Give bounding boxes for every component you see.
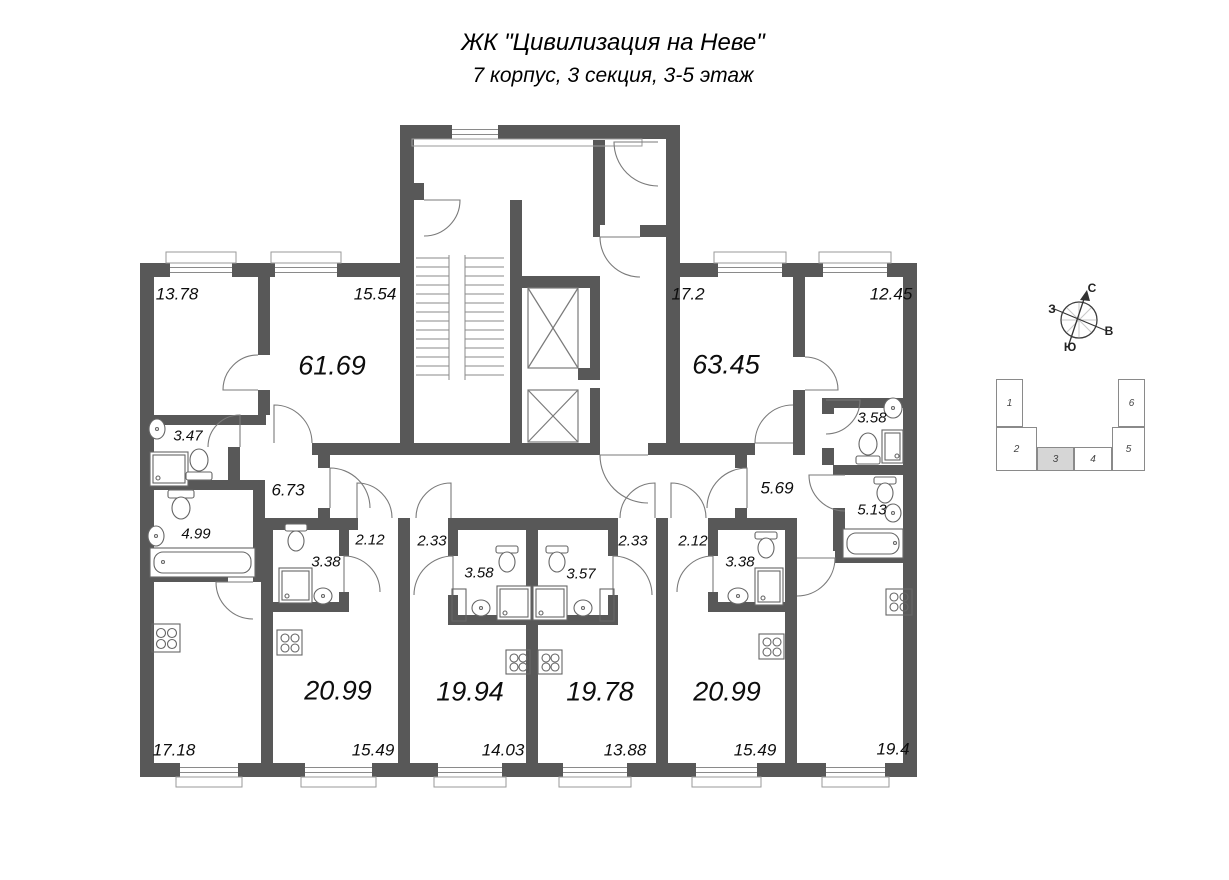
area-label-apt-left-total: 61.69 [298,350,366,381]
shower-icon [532,585,568,621]
area-label-studio4-living: 15.49 [733,740,777,760]
shower-icon [496,585,532,621]
toilet-icon [185,448,213,481]
area-label-studio1-bath: 3.38 [311,553,341,571]
toilet-icon [855,432,881,465]
compass-west-label: З [1048,302,1056,316]
stove-icon [537,649,563,675]
area-label-apt-right-total: 63.45 [692,349,760,380]
section-key-box-5: 5 [1112,427,1145,471]
area-label-apt-right-hall: 5.69 [760,478,794,498]
section-key-box-6: 6 [1118,379,1145,427]
area-label-studio1-hall: 2.12 [355,531,385,549]
stove-icon [276,629,303,656]
area-label-apt-left-room2: 15.54 [353,284,397,304]
compass-east-label: В [1104,324,1114,338]
stove-icon [505,649,531,675]
bathtub-icon [149,547,256,578]
plan-title: ЖК "Цивилизация на Неве" [461,29,765,56]
sink-icon [884,503,902,523]
area-label-apt-right-kitchen: 19.4 [876,739,910,759]
area-label-studio1-living: 15.49 [351,740,395,760]
area-label-apt-left-bath1: 3.47 [173,427,203,445]
elevator-shaft-1 [527,287,579,369]
area-label-studio4-total: 20.99 [693,676,761,707]
area-label-apt-right-room1: 17.2 [671,284,705,304]
area-label-studio1-total: 20.99 [304,675,372,706]
area-label-studio2-total: 19.94 [436,676,504,707]
walls [140,125,917,777]
area-label-apt-right-room2: 12.45 [869,284,913,304]
section-key-box-1: 1 [996,379,1023,427]
shower-icon [278,567,313,604]
area-label-studio4-hall: 2.12 [678,532,708,550]
compass-south-label: Ю [1063,340,1077,354]
sink-icon [727,587,749,605]
area-label-studio3-living: 13.88 [603,740,647,760]
toilet-icon [873,476,897,504]
washer-slot-icon [451,588,467,622]
area-label-apt-left-kitchen: 17.18 [152,740,196,760]
washer-slot-icon [599,588,615,622]
sink-icon [471,599,491,617]
area-label-apt-right-bath2: 5.13 [857,501,887,519]
area-label-apt-left-bath2: 4.99 [181,525,211,543]
area-label-studio3-hall: 2.33 [618,532,648,550]
stove-icon [758,633,785,660]
door-arcs [207,141,861,620]
area-label-studio2-living: 14.03 [481,740,525,760]
toilet-icon [495,545,519,573]
stove-icon [151,623,181,653]
sink-icon [883,397,903,419]
section-key-box-2: 2 [996,427,1037,471]
windows [165,125,892,788]
sink-icon [573,599,593,617]
compass-icon [1051,290,1108,348]
compass-north-label: С [1087,281,1097,295]
area-label-studio2-hall: 2.33 [417,532,447,550]
area-label-studio4-bath: 3.38 [725,553,755,571]
area-label-studio3-bath: 3.57 [566,565,596,583]
sink-icon [148,418,166,440]
area-label-studio2-bath: 3.58 [464,564,494,582]
staircase [416,255,504,380]
toilet-icon [284,523,308,552]
sink-icon [147,525,165,547]
area-label-studio3-total: 19.78 [566,676,634,707]
toilet-icon [754,531,778,559]
bathtub-icon [842,528,904,559]
shower-icon [881,429,904,464]
toilet-icon [167,489,195,520]
sink-icon [313,587,333,605]
shower-icon [754,567,784,606]
section-key-box-4: 4 [1074,447,1112,471]
section-key-box-3-highlighted: 3 [1037,447,1074,471]
shower-icon [149,451,189,487]
toilet-icon [545,545,569,573]
stove-icon [885,588,913,616]
area-label-apt-left-hall: 6.73 [271,480,305,500]
plan-subtitle: 7 корпус, 3 секция, 3-5 этаж [472,64,754,87]
area-label-apt-left-room1: 13.78 [155,284,199,304]
area-label-apt-right-bath1: 3.58 [857,409,887,427]
elevator-shaft-2 [527,389,579,443]
